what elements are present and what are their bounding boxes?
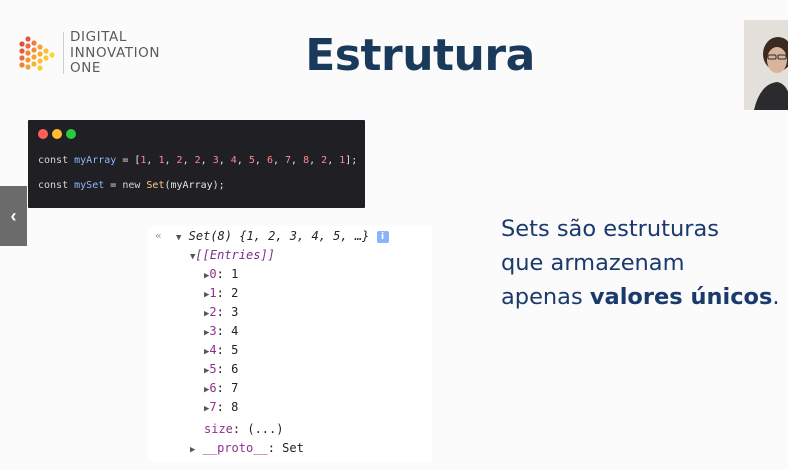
info-icon[interactable]: i — [376, 231, 389, 243]
entry-row[interactable]: ▶3: 4 — [204, 324, 239, 338]
entry-row[interactable]: ▶1: 2 — [204, 286, 239, 300]
code-number: 7 — [285, 155, 292, 166]
entries-node[interactable]: ▼[[Entries]] — [190, 248, 275, 262]
code-number: 2 — [194, 155, 201, 166]
entry-row[interactable]: ▶2: 3 — [204, 305, 239, 319]
slide-description: Sets são estruturas que armazenam apenas… — [501, 212, 781, 314]
expand-triangle-right-icon[interactable]: ▶ — [204, 309, 210, 319]
code-snippet-window: const myArray = [1, 1, 2, 2, 3, 4, 5, 6,… — [28, 120, 365, 208]
window-maximize-dot — [66, 129, 76, 139]
entry-value: 7 — [231, 381, 239, 395]
description-plain: apenas — [501, 284, 590, 310]
code-number: 8 — [303, 155, 310, 166]
devtools-console-output: « ▼ Set(8) {1, 2, 3, 4, 5, …} i ▼[[Entri… — [148, 226, 432, 462]
size-key: size — [204, 422, 233, 436]
code-number: 6 — [266, 155, 273, 166]
expand-triangle-right-icon[interactable]: ▶ — [204, 290, 210, 300]
code-keyword: const — [38, 155, 69, 166]
logo-line-1: DIGITAL — [70, 29, 127, 45]
code-number: 1 — [339, 155, 346, 166]
entry-key: 2 — [209, 305, 217, 319]
logo-divider — [63, 32, 64, 74]
entries-label: [[Entries]] — [195, 248, 275, 262]
entry-key: 6 — [209, 381, 217, 395]
expand-triangle-right-icon[interactable]: ▶ — [204, 385, 210, 395]
expand-triangle-right-icon[interactable]: ▶ — [190, 445, 196, 455]
logo-line-3: ONE — [70, 60, 102, 76]
size-value: : (...) — [232, 422, 284, 436]
code-text: = [ — [116, 155, 141, 166]
entry-value: 1 — [231, 267, 239, 281]
code-line-1: const myArray = [1, 1, 2, 2, 3, 4, 5, 6,… — [38, 155, 358, 166]
proto-value: : Set — [267, 441, 304, 455]
entry-value: 8 — [231, 400, 239, 414]
entry-key: 3 — [209, 324, 217, 338]
code-text: = — [104, 180, 123, 191]
proto-key: __proto__ — [202, 441, 268, 455]
webcam-presenter-video — [744, 20, 788, 110]
proto-property[interactable]: ▶ __proto__: Set — [190, 441, 304, 455]
chevron-left-icon: ‹ — [10, 205, 17, 226]
code-class: Set — [146, 180, 165, 191]
entry-key: 4 — [209, 343, 217, 357]
entry-row[interactable]: ▶6: 7 — [204, 381, 239, 395]
expand-triangle-right-icon[interactable]: ▶ — [204, 366, 210, 376]
entry-row[interactable]: ▶5: 6 — [204, 362, 239, 376]
description-emphasis: valores únicos — [589, 284, 773, 310]
code-number: 2 — [176, 155, 183, 166]
code-number: 2 — [321, 155, 328, 166]
code-number: 3 — [212, 155, 219, 166]
entry-key: 5 — [209, 362, 217, 376]
expand-triangle-right-icon[interactable]: ▶ — [204, 328, 210, 338]
description-line-1: Sets são estruturas — [501, 216, 719, 242]
logo-wordmark: DIGITAL INNOVATION ONE — [70, 29, 161, 77]
entry-value: 6 — [231, 362, 239, 376]
window-minimize-dot — [52, 129, 62, 139]
previous-slide-button[interactable]: ‹ — [0, 186, 27, 246]
set-object-summary[interactable]: ▼ Set(8) {1, 2, 3, 4, 5, …} i — [176, 229, 389, 243]
code-keyword: const — [38, 180, 69, 191]
expand-triangle-down-icon[interactable]: ▼ — [190, 252, 196, 262]
entry-row[interactable]: ▶4: 5 — [204, 343, 239, 357]
code-number: 1 — [158, 155, 165, 166]
slide-title: Estrutura — [305, 30, 535, 81]
expand-triangle-right-icon[interactable]: ▶ — [204, 271, 210, 281]
expand-triangle-down-icon[interactable]: ▼ — [176, 233, 182, 243]
entry-key: 1 — [209, 286, 217, 300]
entry-value: 3 — [231, 305, 239, 319]
code-keyword-new: new — [122, 180, 141, 191]
code-text: ]; — [345, 155, 358, 166]
description-end: . — [772, 284, 780, 310]
code-number: 5 — [248, 155, 255, 166]
entry-value: 4 — [231, 324, 239, 338]
description-line-3: apenas valores únicos. — [501, 280, 781, 314]
entry-row[interactable]: ▶0: 1 — [204, 267, 239, 281]
code-line-2: const mySet = new Set(myArray); — [38, 180, 225, 191]
set-summary-text: Set(8) {1, 2, 3, 4, 5, …} — [188, 229, 370, 243]
dio-logo: DIGITAL INNOVATION ONE — [18, 29, 168, 78]
entry-key: 0 — [209, 267, 217, 281]
expand-triangle-right-icon[interactable]: ▶ — [204, 404, 210, 414]
code-number: 1 — [140, 155, 147, 166]
code-variable: myArray — [74, 155, 117, 166]
entry-value: 5 — [231, 343, 239, 357]
expand-triangle-right-icon[interactable]: ▶ — [204, 347, 210, 357]
console-result-arrow-icon: « — [155, 229, 162, 242]
code-number: 4 — [230, 155, 237, 166]
entry-key: 7 — [209, 400, 217, 414]
logo-line-2: INNOVATION — [70, 44, 161, 61]
code-text: (myArray); — [164, 180, 225, 191]
presenter-silhouette-icon — [744, 20, 788, 110]
entry-value: 2 — [231, 286, 239, 300]
description-line-2: que armazenam — [501, 250, 685, 276]
code-variable: mySet — [74, 180, 105, 191]
size-property[interactable]: size: (...) — [204, 422, 283, 436]
dio-logo-mark-icon — [19, 36, 55, 71]
window-close-dot — [38, 129, 48, 139]
entry-row[interactable]: ▶7: 8 — [204, 400, 239, 414]
